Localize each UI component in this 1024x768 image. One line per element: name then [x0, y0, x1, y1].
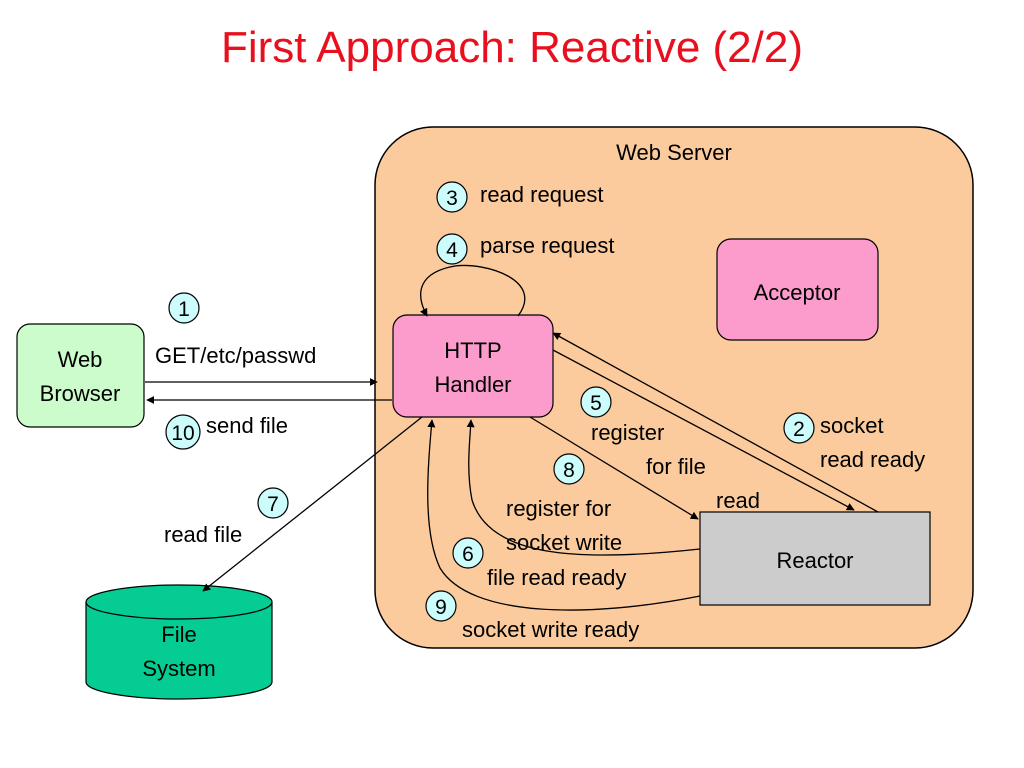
label-file-read-ready: file read ready [487, 565, 626, 590]
label-register-file-read-line3: read [716, 488, 760, 513]
label-register-file-read-line2: for file [646, 454, 706, 479]
arrow-self-loop [420, 264, 526, 317]
arrow-socket-read-ready [552, 332, 879, 513]
arrow-socket-write-ready [427, 419, 701, 611]
svg-text:5: 5 [590, 392, 602, 415]
label-parse-request: parse request [480, 233, 615, 258]
acceptor-label: Acceptor [754, 280, 841, 305]
svg-text:3: 3 [446, 187, 458, 210]
http-handler-box [392, 314, 554, 418]
svg-text:8: 8 [563, 459, 575, 482]
file-system-cylinder [85, 584, 273, 700]
step-badge-6: 6 [452, 537, 484, 569]
http-handler-label-line2: Handler [434, 372, 511, 397]
svg-text:1: 1 [178, 298, 190, 321]
acceptor-box [716, 238, 879, 341]
arrow-register-socket-write [552, 349, 855, 511]
label-read-request: read request [480, 182, 604, 207]
step-badge-3: 3 [436, 181, 468, 213]
svg-text:9: 9 [435, 596, 447, 619]
svg-text:7: 7 [267, 493, 279, 516]
label-register-file-read-line1: register [591, 420, 664, 445]
label-send-file: send file [206, 413, 288, 438]
step-badge-1: 1 [168, 292, 200, 324]
step-badge-10: 10 [165, 414, 201, 450]
web-browser-label-line2: Browser [40, 381, 121, 406]
label-register-socket-write-line2: socket write [506, 530, 622, 555]
file-system-label-line1: File [161, 622, 196, 647]
web-server-label: Web Server [616, 140, 732, 165]
web-browser-label-line1: Web [58, 347, 103, 372]
svg-text:4: 4 [446, 239, 458, 262]
svg-text:6: 6 [462, 543, 474, 566]
label-socket-write-ready: socket write ready [462, 617, 639, 642]
svg-text:2: 2 [793, 418, 805, 441]
step-badge-7: 7 [257, 487, 289, 519]
arrow-file-read-ready [466, 419, 701, 556]
label-register-socket-write-line1: register for [506, 496, 611, 521]
svg-text:10: 10 [171, 422, 194, 445]
reactor-box [699, 511, 931, 606]
reactor-label: Reactor [776, 548, 853, 573]
web-browser-box [16, 323, 145, 428]
label-socket-read-ready-line2: read ready [820, 447, 925, 472]
slide-title: First Approach: Reactive (2/2) [221, 23, 803, 72]
step-badge-2: 2 [783, 412, 815, 444]
label-socket-read-ready-line1: socket [820, 413, 884, 438]
arrow-register-file-read [529, 416, 699, 520]
step-badge-5: 5 [580, 386, 612, 418]
label-get-request: GET/etc/passwd [155, 343, 316, 368]
step-badge-9: 9 [425, 590, 457, 622]
step-badge-4: 4 [436, 233, 468, 265]
http-handler-label-line1: HTTP [444, 338, 501, 363]
label-read-file: read file [164, 522, 242, 547]
arrow-read-file [202, 416, 423, 592]
file-system-label-line2: System [142, 656, 215, 681]
step-badge-8: 8 [553, 453, 585, 485]
